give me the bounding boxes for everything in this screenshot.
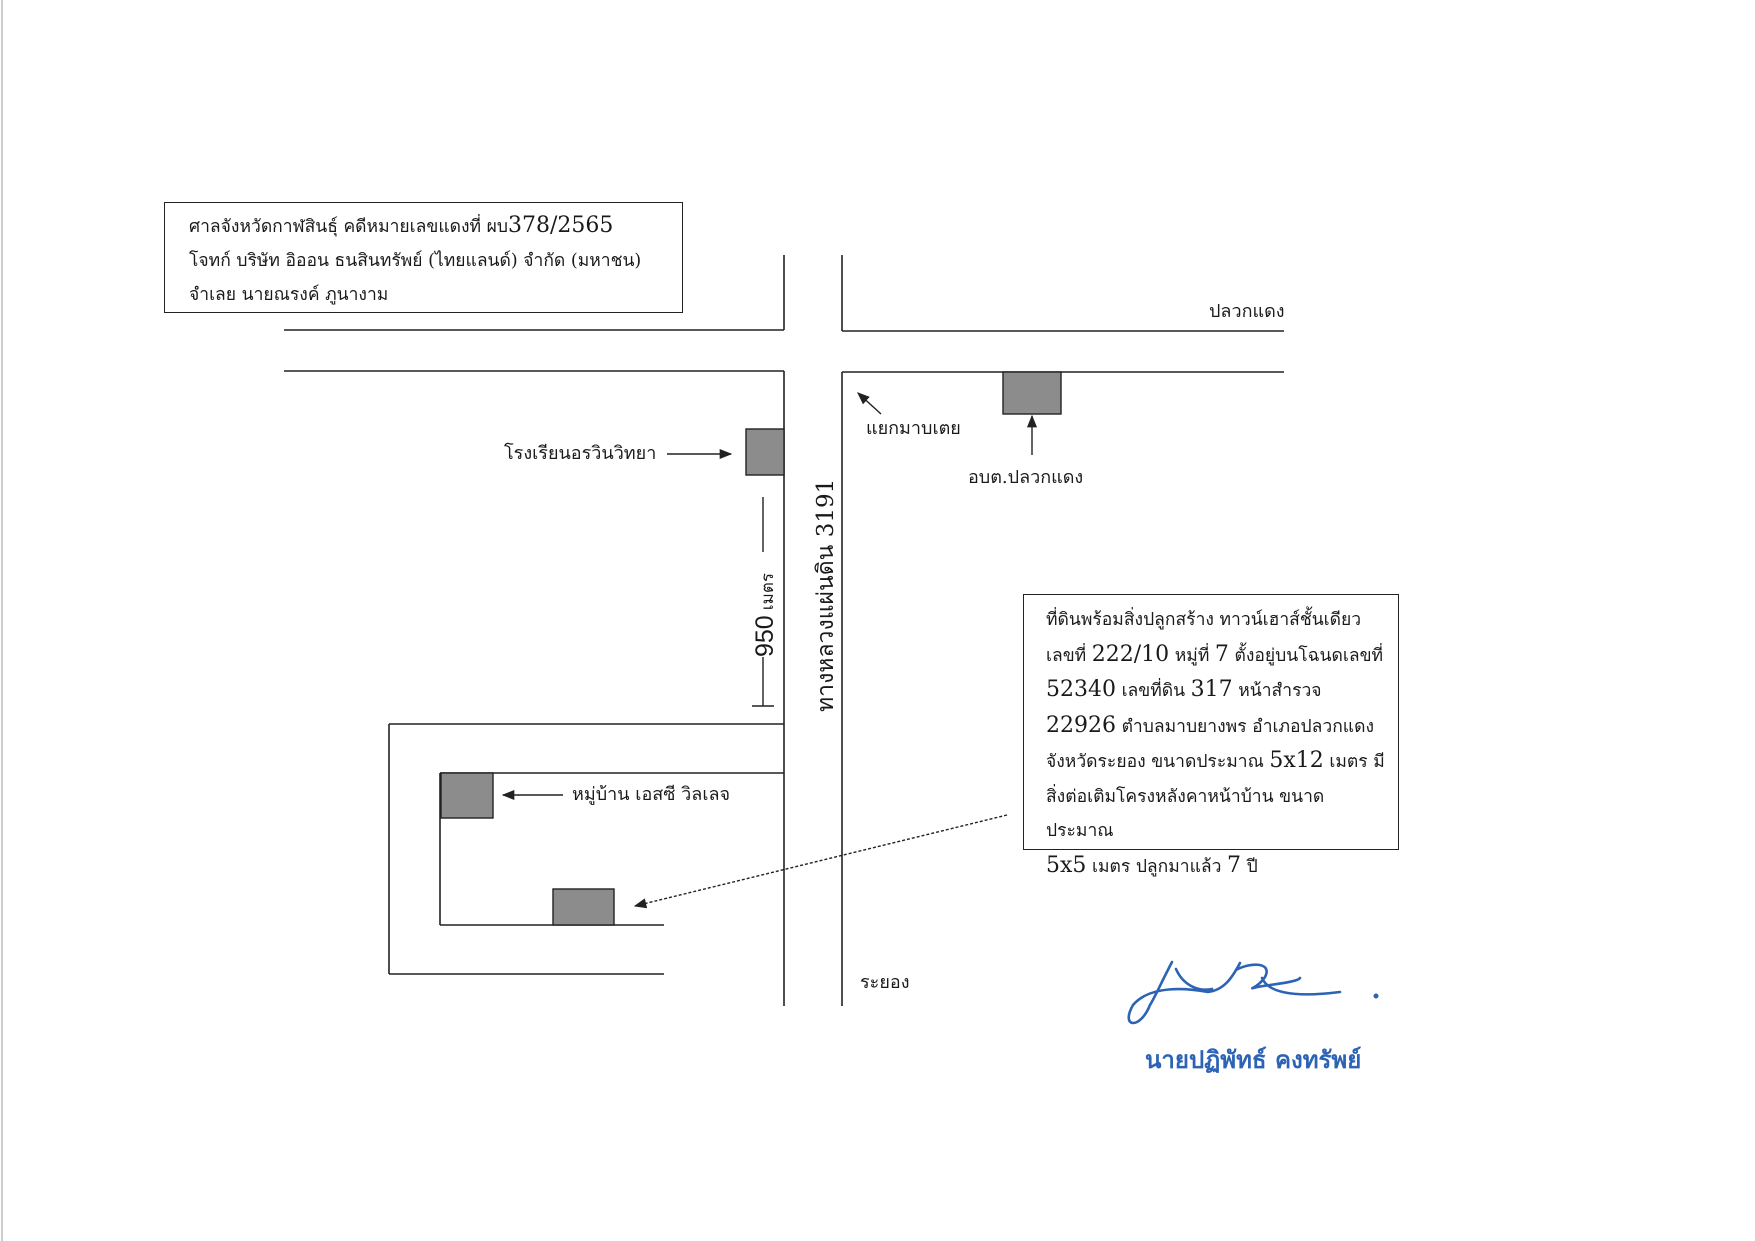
property-land-no: 317 bbox=[1190, 677, 1233, 702]
property-line-6: สิ่งต่อเติมโครงหลังคาหน้าบ้าน ขนาดประมาณ bbox=[1046, 786, 1325, 842]
arrow-yaek-map-toei bbox=[857, 392, 882, 415]
label-distance: 950 เมตร bbox=[751, 573, 781, 657]
property-line-3: 52340 เลขที่ดิน 317 หน้าสำรวจ bbox=[1046, 673, 1388, 709]
property-l4b: ตำบลมาบยางพร อำเภอปลวกแดง bbox=[1116, 716, 1374, 737]
signature-scribble bbox=[1127, 960, 1379, 1025]
property-moo: 7 bbox=[1214, 641, 1229, 667]
case-court: ศาลจังหวัดกาฬสินธุ์ คดีหมายเลขแดงที่ ผบ bbox=[189, 217, 508, 237]
property-l2e: ตั้งอยู่บนโฉนดเลขที่ bbox=[1228, 645, 1384, 666]
arrow-property bbox=[633, 814, 1008, 909]
property-age: 7 bbox=[1227, 852, 1241, 878]
label-pluak-daeng: ปลวกแดง bbox=[1209, 301, 1285, 322]
property-house-no: 222/10 bbox=[1091, 641, 1170, 667]
case-plaintiff: โจทก์ บริษัท อิออน ธนสินทรัพย์ (ไทยแลนด์… bbox=[189, 251, 642, 271]
label-obt-pluak-daeng: อบต.ปลวกแดง bbox=[968, 467, 1084, 488]
label-yaek-map-toei: แยกมาบเตย bbox=[866, 418, 961, 439]
property-extension-size: 5x5 bbox=[1046, 852, 1087, 878]
village-building bbox=[440, 772, 494, 819]
property-line-4: 22926 ตำบลมาบยางพร อำเภอปลวกแดง bbox=[1046, 709, 1388, 745]
label-school: โรงเรียนอรวินวิทยา bbox=[504, 443, 657, 464]
obt-building bbox=[1002, 371, 1062, 415]
property-l3d: หน้าสำรวจ bbox=[1232, 681, 1322, 701]
property-description-box: ที่ดินพร้อมสิ่งปลูกสร้าง ทาวน์เฮาส์ชั้นเ… bbox=[1023, 594, 1399, 878]
case-line-1: ศาลจังหวัดกาฬสินธุ์ คดีหมายเลขแดงที่ ผบ3… bbox=[189, 209, 672, 244]
label-village: หมู่บ้าน เอสซี วิลเลจ bbox=[572, 784, 731, 805]
property-line-2: เลขที่ 222/10 หมู่ที่ 7 ตั้งอยู่บนโฉนดเล… bbox=[1046, 638, 1388, 674]
property-line-7: 5x5 เมตร ปลูกมาแล้ว 7 ปี bbox=[1046, 849, 1388, 885]
label-rayong: ระยอง bbox=[860, 972, 910, 993]
property-l7b: เมตร ปลูกมาแล้ว bbox=[1086, 856, 1227, 877]
distance-value: 950 bbox=[751, 615, 779, 657]
property-l2c: หมู่ที่ bbox=[1169, 645, 1215, 666]
label-highway: ทางหลวงแผ่นดิน 3191 bbox=[813, 478, 839, 712]
property-deed-no: 52340 bbox=[1046, 677, 1116, 702]
property-l7d: ปี bbox=[1241, 856, 1258, 877]
property-l5c: เมตร มี bbox=[1323, 752, 1385, 772]
property-size: 5x12 bbox=[1269, 748, 1324, 773]
case-defendant: จำเลย นายณรงค์ ภูนางาม bbox=[189, 285, 389, 305]
property-line-1: ที่ดินพร้อมสิ่งปลูกสร้าง ทาวน์เฮาส์ชั้นเ… bbox=[1046, 610, 1362, 630]
distance-unit: เมตร bbox=[758, 573, 778, 611]
property-l2a: เลขที่ bbox=[1046, 645, 1092, 666]
case-number: 378/2565 bbox=[508, 213, 614, 238]
property-line-5: จังหวัดระยอง ขนาดประมาณ 5x12 เมตร มี bbox=[1046, 744, 1388, 780]
property-building bbox=[552, 888, 615, 926]
signer-name: นายปฏิพัทธ์ คงทรัพย์ bbox=[1145, 1046, 1362, 1074]
property-l5a: จังหวัดระยอง ขนาดประมาณ bbox=[1046, 752, 1270, 772]
case-info-box: ศาลจังหวัดกาฬสินธุ์ คดีหมายเลขแดงที่ ผบ3… bbox=[164, 202, 683, 313]
school-building bbox=[745, 428, 785, 476]
property-l3b: เลขที่ดิน bbox=[1116, 681, 1191, 701]
property-survey-no: 22926 bbox=[1046, 712, 1116, 738]
